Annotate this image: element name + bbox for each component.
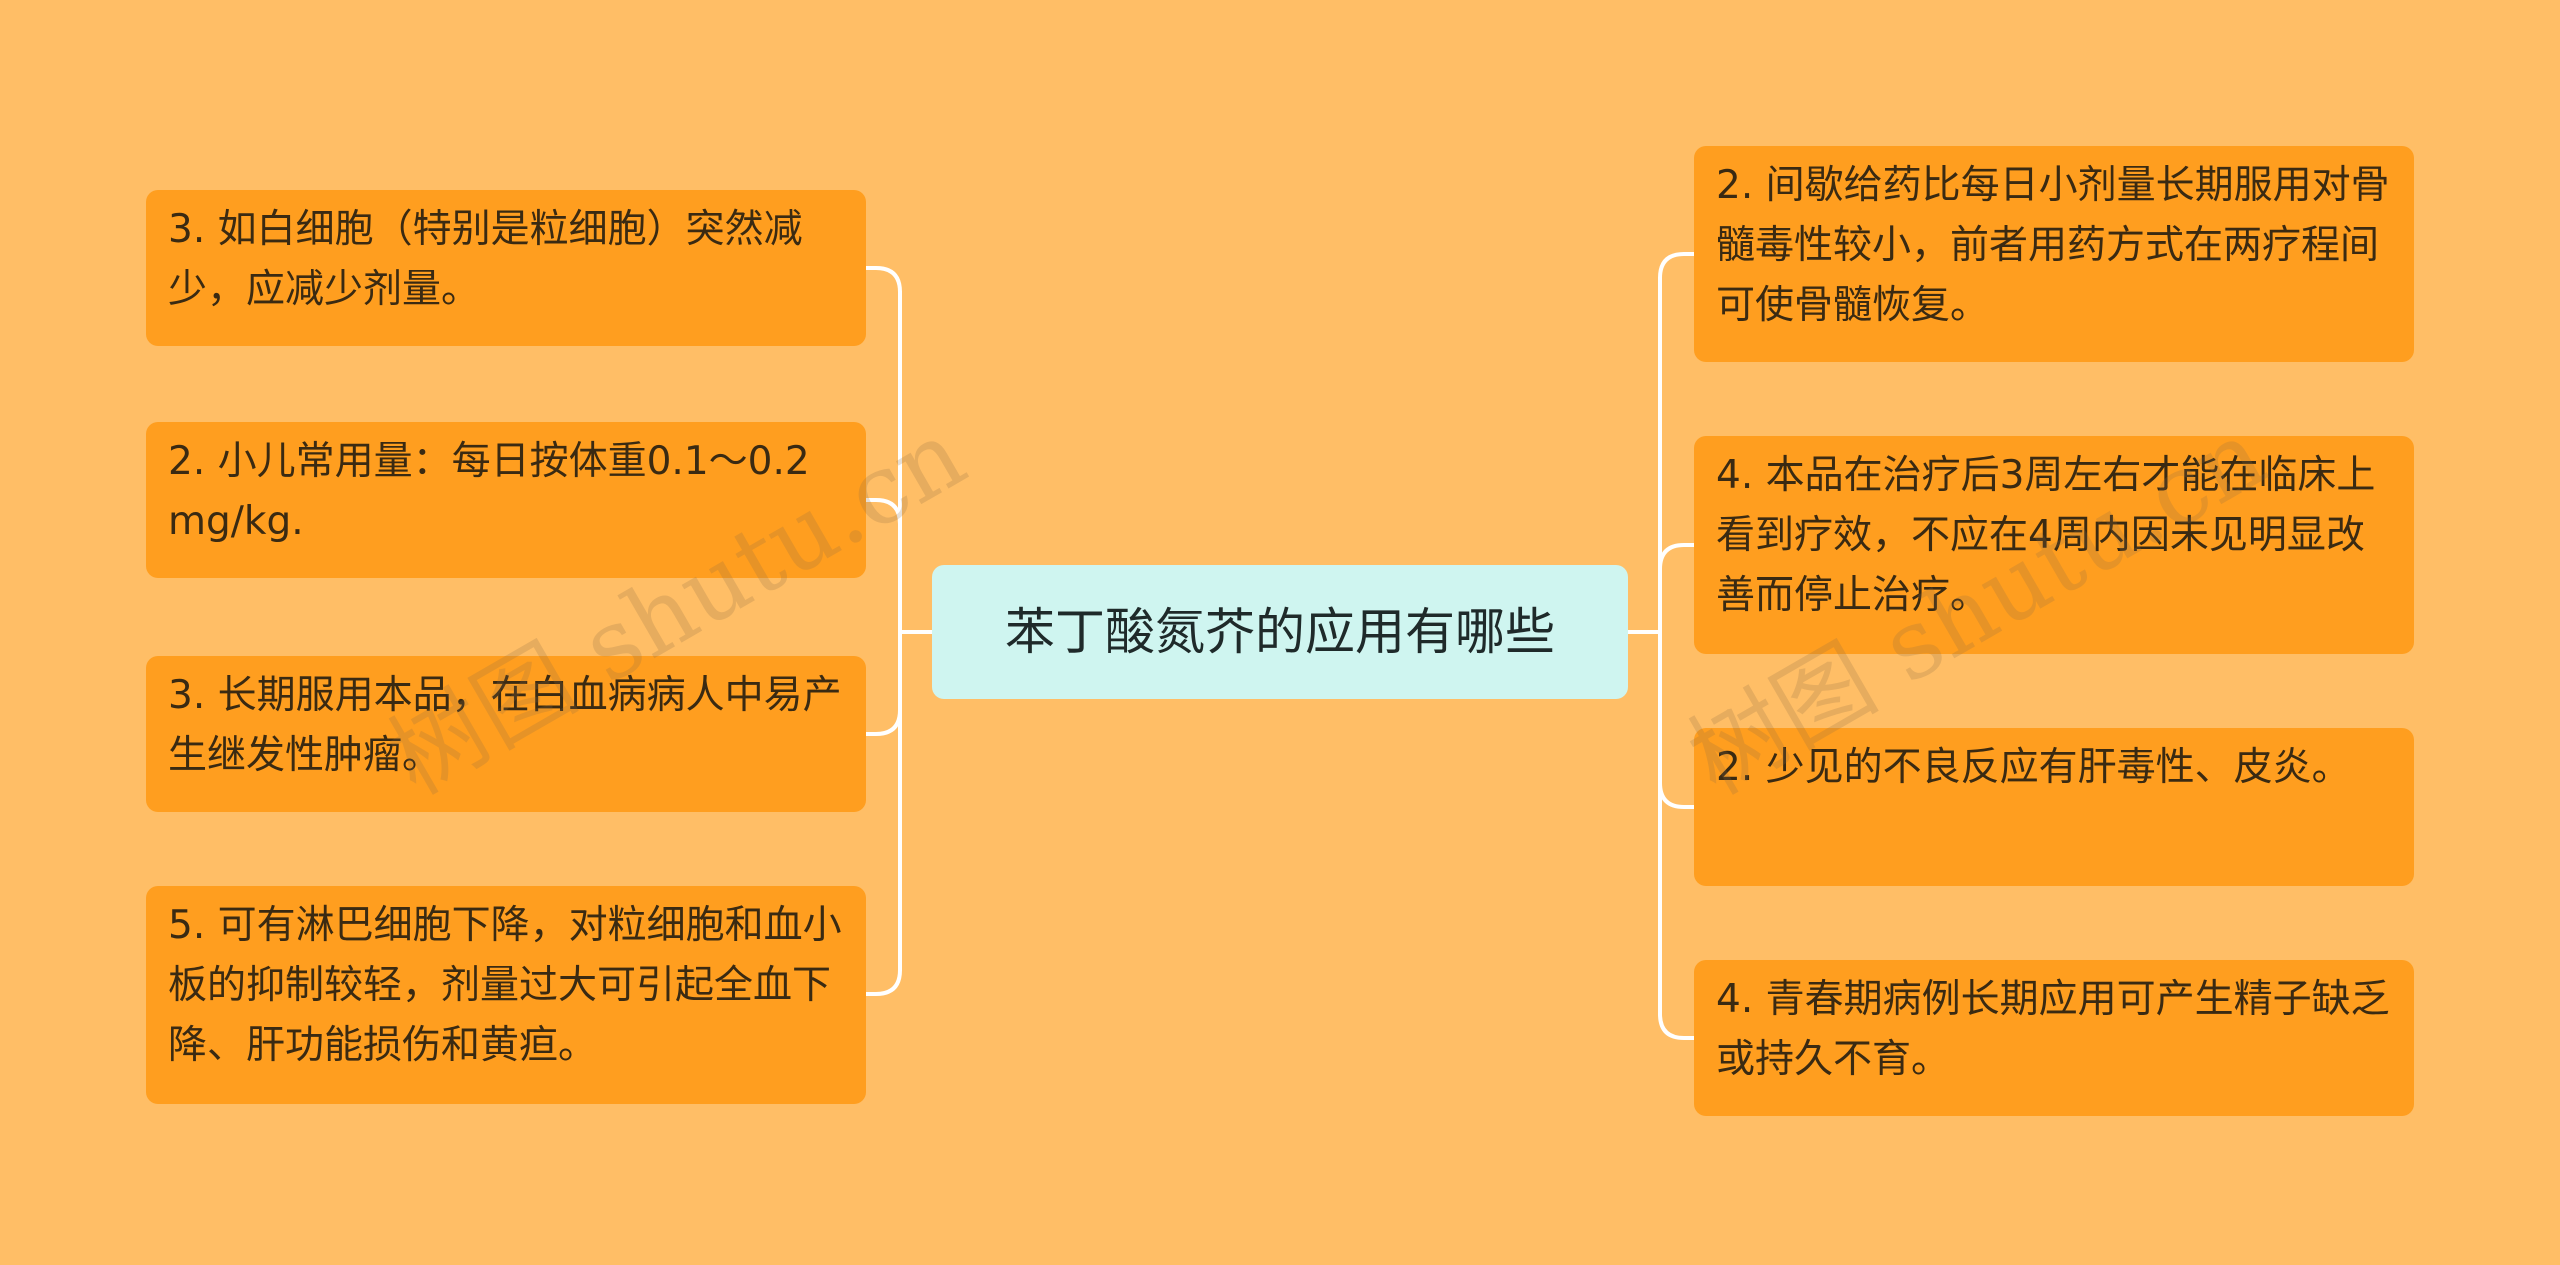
central-topic[interactable]: 苯丁酸氮芥的应用有哪些 (932, 565, 1628, 699)
connector-right-2 (1658, 543, 1696, 571)
topic-node-right-4[interactable]: 4. 青春期病例长期应用可产生精子缺乏或持久不育。 (1694, 960, 2414, 1116)
topic-node-left-4[interactable]: 5. 可有淋巴细胞下降，对粒细胞和血小板的抑制较轻，剂量过大可引起全血下降、肝功… (146, 886, 866, 1104)
topic-node-left-2[interactable]: 2. 小儿常用量：每日按体重0.1～0.2mg/kg. (146, 422, 866, 578)
connector-right-1 (1658, 252, 1696, 280)
topic-node-right-1[interactable]: 2. 间歇给药比每日小剂量长期服用对骨髓毒性较小，前者用药方式在两疗程间可使骨髓… (1694, 146, 2414, 362)
connector-left-3 (864, 708, 902, 736)
topic-node-left-3[interactable]: 3. 长期服用本品，在白血病病人中易产生继发性肿瘤。 (146, 656, 866, 812)
topic-node-left-1[interactable]: 3. 如白细胞（特别是粒细胞）突然减少，应减少剂量。 (146, 190, 866, 346)
topic-node-right-2[interactable]: 4. 本品在治疗后3周左右才能在临床上看到疗效，不应在4周内因未见明显改善而停止… (1694, 436, 2414, 654)
connector-left-1 (864, 266, 902, 294)
connector-left-2 (864, 498, 902, 526)
topic-node-right-3[interactable]: 2. 少见的不良反应有肝毒性、皮炎。 (1694, 728, 2414, 886)
connector-left-4 (864, 968, 902, 996)
connector-right-3 (1658, 781, 1696, 809)
connector-right-4 (1658, 1012, 1696, 1040)
